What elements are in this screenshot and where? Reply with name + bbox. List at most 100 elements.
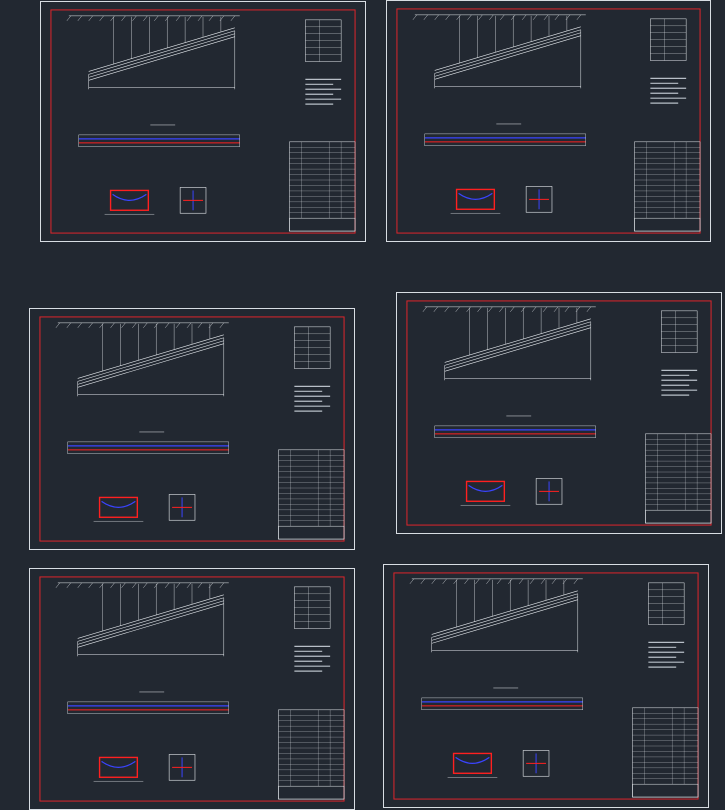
conveyor-line (88, 33, 235, 78)
cross-section-frame (98, 496, 139, 518)
drawing-sheet-2[interactable] (386, 0, 711, 242)
inner-frame (39, 576, 345, 802)
ground-hatch (586, 306, 591, 312)
cad-drawing (406, 300, 712, 526)
cad-drawing (50, 9, 356, 234)
inner-frame (406, 300, 712, 526)
detail-square (179, 187, 207, 214)
conveyor-line (77, 600, 224, 645)
detail-square (522, 750, 550, 777)
plan-outline (421, 697, 583, 711)
ground-hatch (576, 14, 581, 20)
ground-hatch (208, 15, 214, 21)
ground-hatch (467, 14, 472, 20)
drawing-sheet-1[interactable] (40, 1, 366, 242)
ground-hatch (497, 578, 502, 584)
title-block (632, 783, 699, 798)
conveyor-line (77, 343, 224, 388)
ground-hatch (475, 578, 480, 584)
conveyor-line (444, 324, 591, 369)
ground-hatch (219, 15, 225, 21)
ground-hatch (499, 306, 504, 312)
ground-hatch (519, 578, 524, 584)
drawing-sheet-5[interactable] (29, 568, 355, 810)
conveyor-line (431, 593, 578, 638)
detail-square (525, 186, 553, 213)
ground-hatch (66, 15, 71, 21)
conveyor-line (77, 340, 224, 385)
plan-outline (67, 441, 229, 454)
ground-hatch (489, 14, 494, 20)
ground-hatch (564, 306, 570, 312)
ground-hatch (542, 306, 548, 312)
ground-hatch (532, 306, 537, 312)
conveyor-line (77, 603, 224, 648)
ground-hatch (444, 306, 449, 312)
ground-hatch (88, 15, 93, 21)
ground-hatch (434, 14, 439, 20)
ground-hatch (197, 322, 203, 328)
conveyor-line (444, 318, 591, 363)
drawing-sheet-6[interactable] (383, 564, 709, 808)
cross-section-frame (452, 752, 493, 774)
ground-hatch (143, 15, 148, 21)
ground-hatch (121, 15, 126, 21)
title-block (289, 217, 356, 232)
ground-hatch (510, 306, 515, 312)
ground-hatch (132, 15, 137, 21)
idler-trough (468, 484, 503, 492)
conveyor-line (444, 327, 591, 372)
ground-hatch (551, 578, 557, 584)
plan-outline (424, 133, 586, 146)
ground-hatch (121, 322, 126, 328)
idler-trough (101, 760, 136, 768)
ground-hatch (110, 322, 115, 328)
ground-hatch (573, 578, 578, 584)
ground-hatch (554, 14, 560, 20)
ground-hatch (175, 322, 181, 328)
ground-hatch (565, 14, 571, 20)
cross-section-frame (109, 189, 150, 211)
detail-square (535, 478, 563, 505)
ground-hatch (553, 306, 559, 312)
inner-frame (50, 9, 356, 234)
ground-hatch (478, 14, 483, 20)
cad-drawing (393, 572, 699, 800)
ground-hatch (77, 322, 82, 328)
ground-hatch (186, 15, 192, 21)
ground-hatch (143, 322, 148, 328)
ground-hatch (143, 582, 148, 588)
idler-trough (455, 756, 490, 764)
ground-hatch (455, 306, 460, 312)
ground-hatch (219, 582, 224, 588)
title-block (278, 785, 345, 800)
ground-hatch (197, 582, 203, 588)
conveyor-line (88, 30, 235, 75)
ground-hatch (77, 15, 82, 21)
parts-list-table (645, 433, 712, 524)
ground-hatch (55, 582, 60, 588)
conveyor-line (434, 29, 581, 74)
ground-hatch (99, 582, 104, 588)
ground-hatch (175, 582, 181, 588)
drawing-sheet-3[interactable] (29, 308, 355, 550)
title-block (645, 509, 712, 524)
ground-hatch (132, 582, 137, 588)
idler-trough (101, 500, 136, 508)
ground-hatch (477, 306, 482, 312)
title-block (634, 217, 701, 232)
ground-hatch (186, 582, 192, 588)
ground-hatch (532, 14, 538, 20)
drawing-sheet-4[interactable] (396, 292, 722, 534)
idler-trough (458, 192, 493, 200)
ground-hatch (110, 582, 115, 588)
plan-outline (67, 701, 229, 714)
cad-drawing (39, 576, 345, 802)
ground-hatch (132, 322, 137, 328)
ground-hatch (486, 578, 491, 584)
parts-list-table (278, 709, 345, 800)
ground-hatch (453, 578, 458, 584)
ground-hatch (540, 578, 546, 584)
ground-hatch (488, 306, 493, 312)
conveyor-line (431, 596, 578, 641)
